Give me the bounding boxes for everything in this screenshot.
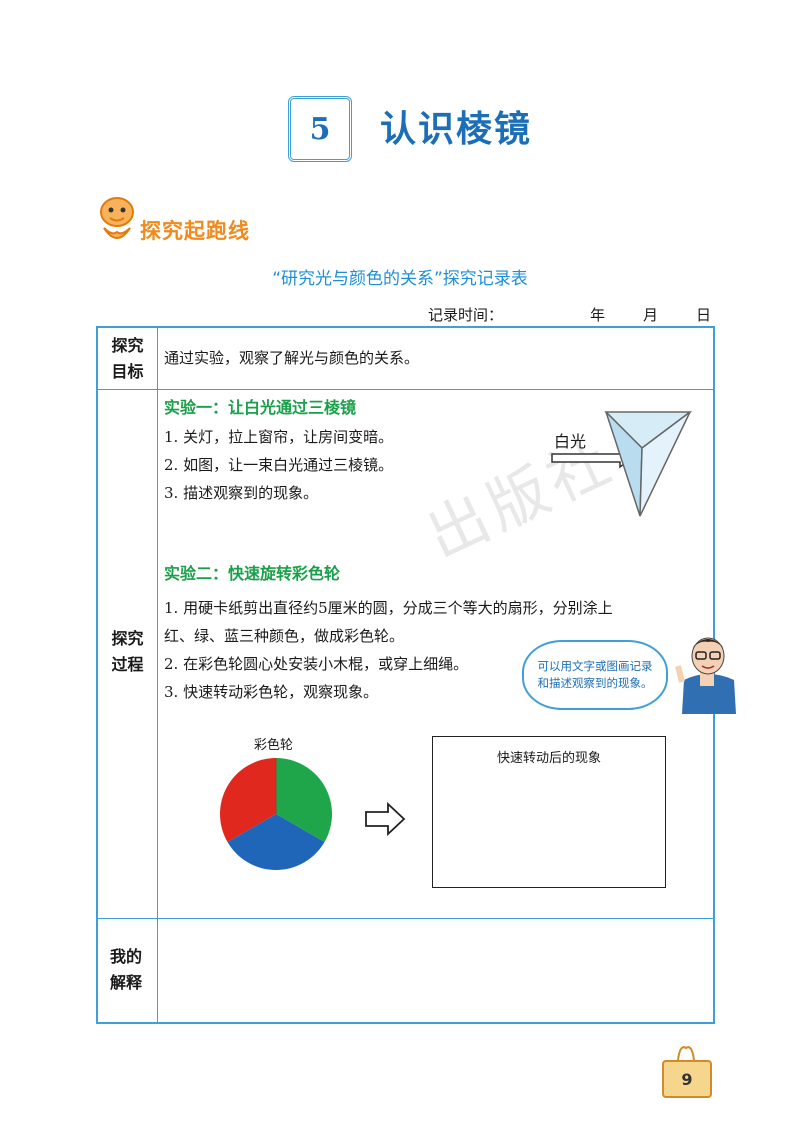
experiment1-title: 实验一：让白光通过三棱镜 xyxy=(164,398,357,417)
color-wheel xyxy=(219,758,333,871)
record-day: 日 xyxy=(696,306,712,324)
record-time-label: 记录时间： xyxy=(428,306,504,324)
chapter-title: 认识棱镜 xyxy=(380,109,533,150)
wheel-segment-red xyxy=(219,758,276,842)
chapter-number-frame: 5 xyxy=(288,96,352,162)
color-wheel-label: 彩色轮 xyxy=(254,738,294,753)
process-row-label: 探究 过程 xyxy=(111,629,144,674)
list-item: 2. 在彩色轮圆心处安装小木棍，或穿上细绳。 xyxy=(164,655,469,673)
wheel-segment-green xyxy=(276,758,333,842)
teacher-icon xyxy=(675,637,736,714)
mascot-icon xyxy=(100,197,134,239)
section-label: 探究起跑线 xyxy=(140,219,250,243)
goal-text: 通过实验，观察了解光与颜色的关系。 xyxy=(164,349,420,367)
explain-row-label: 我的 解释 xyxy=(109,947,142,992)
goal-row-label: 探究 目标 xyxy=(111,336,144,381)
wheel-segment-blue xyxy=(227,814,325,871)
right-arrow-icon xyxy=(365,802,406,836)
list-item: 1. 关灯，拉上窗帘，让房间变暗。 xyxy=(164,428,394,446)
row-divider xyxy=(98,918,713,919)
experiment2-title: 实验二：快速旋转彩色轮 xyxy=(164,564,341,583)
record-table: 探究 目标 通过实验，观察了解光与颜色的关系。 探究 过程 实验一：让白光通过三… xyxy=(96,326,715,1024)
list-item: 红、绿、蓝三种颜色，做成彩色轮。 xyxy=(164,627,405,645)
result-box: 快速转动后的现象 xyxy=(432,736,666,888)
record-month: 月 xyxy=(643,306,659,324)
list-item: 3. 快速转动彩色轮，观察现象。 xyxy=(164,683,379,701)
table-title: “研究光与颜色的关系”探究记录表 xyxy=(272,269,528,289)
list-item: 2. 如图，让一束白光通过三棱镜。 xyxy=(164,456,394,474)
experiment2-steps: 1. 用硬卡纸剪出直径约5厘米的圆，分成三个等大的扇形，分别涂上 红、绿、蓝三种… xyxy=(164,594,719,706)
result-box-label: 快速转动后的现象 xyxy=(496,751,601,766)
list-item: 1. 用硬卡纸剪出直径约5厘米的圆，分成三个等大的扇形，分别涂上 xyxy=(164,599,613,617)
chapter-number: 5 xyxy=(309,111,331,147)
table-divider xyxy=(157,328,158,1022)
prism-illustration xyxy=(551,411,693,517)
list-item: 3. 描述观察到的现象。 xyxy=(164,484,319,502)
white-light-label: 白光 xyxy=(554,432,587,451)
experiment1-steps: 1. 关灯，拉上窗帘，让房间变暗。 2. 如图，让一束白光通过三棱镜。 3. 描… xyxy=(164,423,393,507)
tag-string-icon xyxy=(677,1046,695,1061)
record-year: 年 xyxy=(590,306,606,324)
row-divider xyxy=(98,389,713,390)
page-number: 9 xyxy=(662,1060,712,1098)
speech-bubble: 可以用文字或图画记录和描述观察到的现象。 xyxy=(522,640,668,710)
